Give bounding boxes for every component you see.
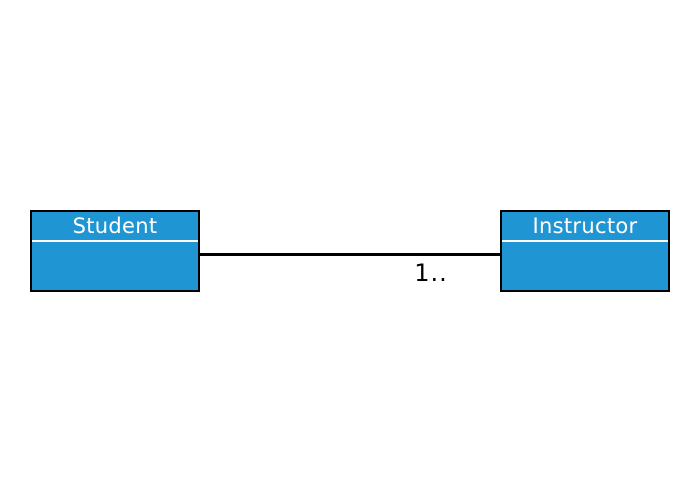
- uml-class-instructor[interactable]: Instructor: [500, 210, 670, 292]
- uml-class-student-title: Student: [32, 212, 198, 242]
- uml-class-student[interactable]: Student: [30, 210, 200, 292]
- association-line[interactable]: [200, 253, 500, 256]
- multiplicity-label[interactable]: 1..: [414, 259, 448, 287]
- uml-class-instructor-attributes-section: [502, 242, 668, 288]
- uml-class-student-attributes-section: [32, 242, 198, 288]
- uml-class-instructor-title: Instructor: [502, 212, 668, 242]
